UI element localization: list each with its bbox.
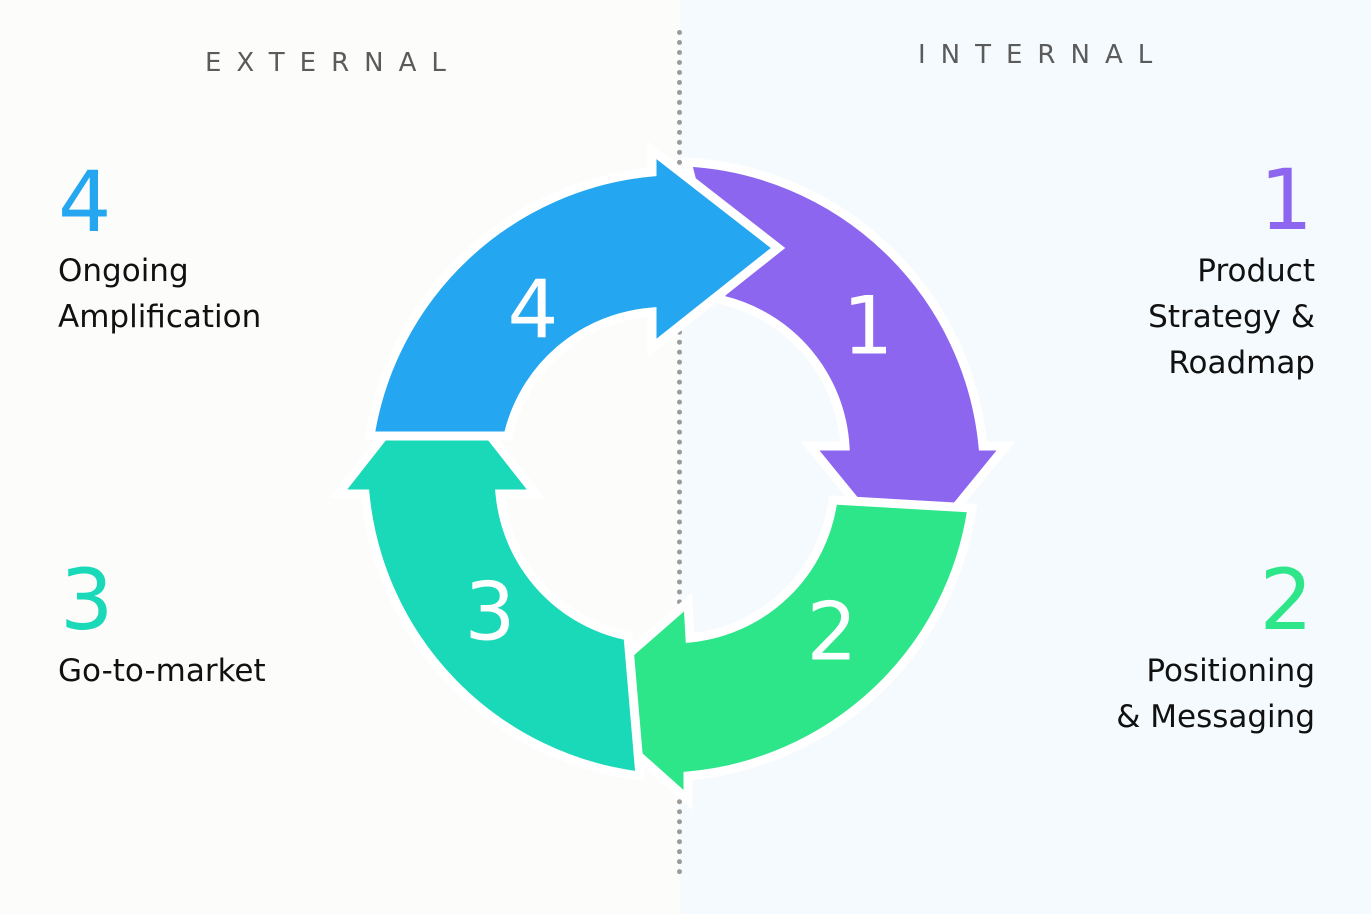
step-1-title: Product Strategy & Roadmap bbox=[1148, 253, 1315, 381]
cycle-arrow-1 bbox=[681, 157, 1016, 574]
step-2-number: 2 bbox=[1259, 551, 1313, 649]
internal-label: INTERNAL bbox=[918, 40, 1168, 70]
internal-background bbox=[680, 0, 1371, 914]
step-3-number: 3 bbox=[60, 551, 114, 649]
arrow-number-3: 3 bbox=[465, 566, 516, 659]
arrow-number-4: 4 bbox=[508, 264, 559, 357]
cycle-arrow-3 bbox=[328, 360, 645, 782]
cycle-arrow-2 bbox=[569, 495, 978, 811]
step-2-title: Positioning & Messaging bbox=[1116, 653, 1315, 735]
dotted-divider bbox=[677, 30, 682, 875]
step-4-title: Ongoing Amplification bbox=[58, 253, 262, 335]
step-1-number: 1 bbox=[1259, 151, 1313, 249]
arrow-number-2: 2 bbox=[807, 586, 858, 679]
arrow-number-1: 1 bbox=[843, 280, 894, 373]
step-4-number: 4 bbox=[58, 153, 112, 251]
external-label: EXTERNAL bbox=[205, 48, 461, 78]
step-3-title: Go-to-market bbox=[58, 653, 266, 689]
cycle-arrow-4 bbox=[364, 140, 786, 441]
